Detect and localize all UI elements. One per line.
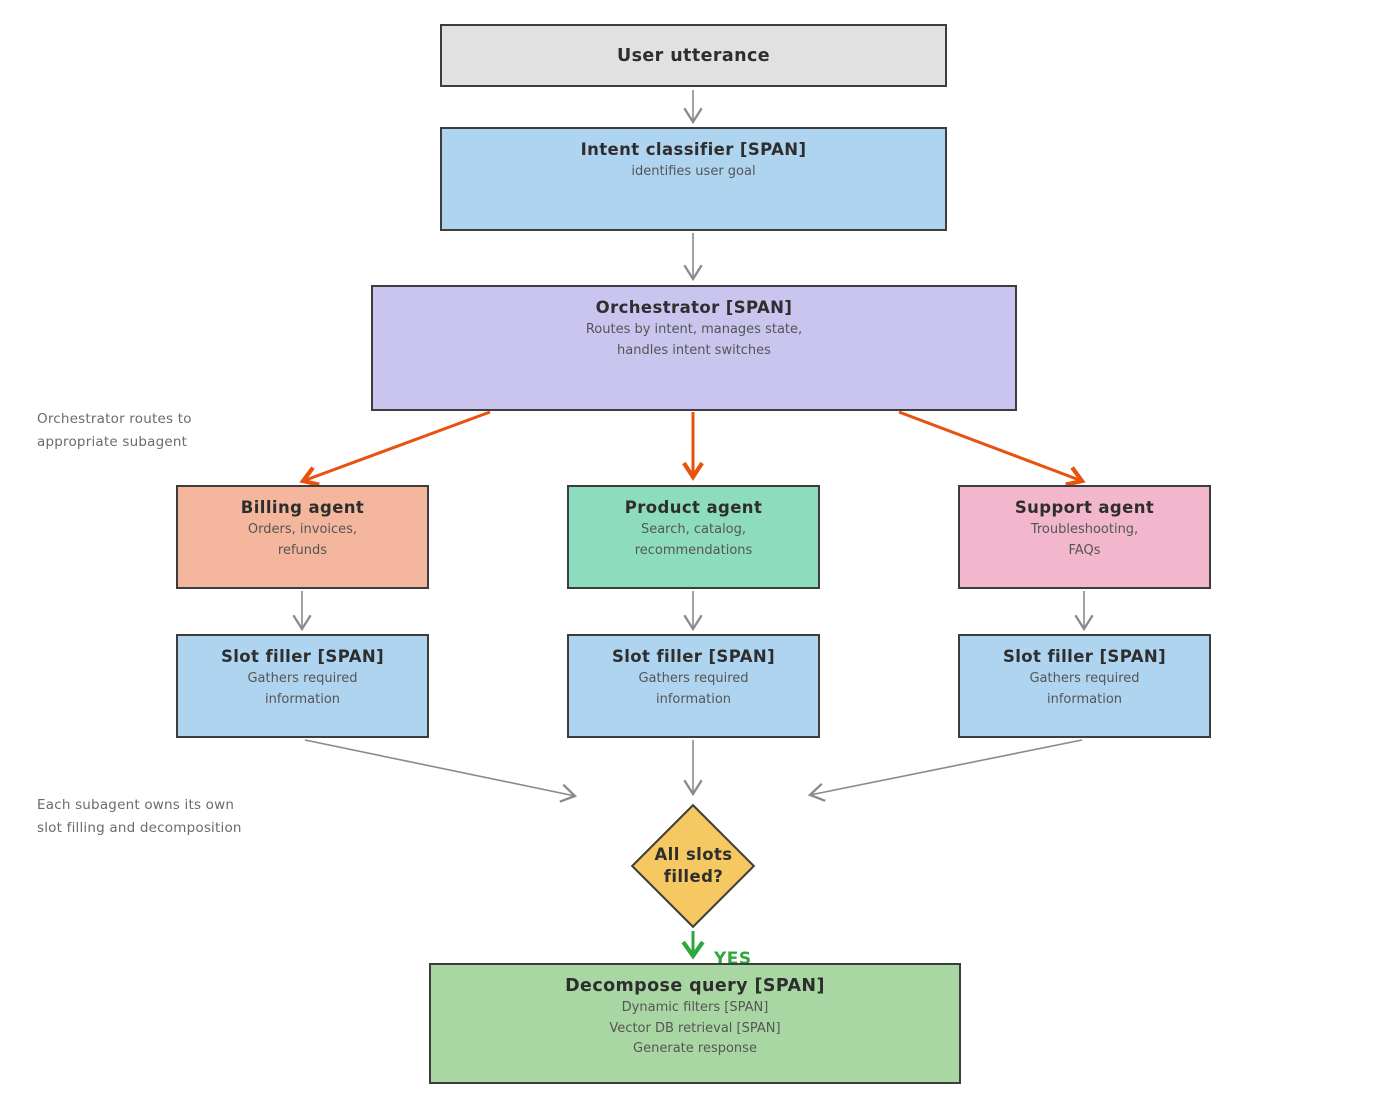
node-slot-filler-support-title: Slot filler [SPAN] <box>1002 647 1167 666</box>
node-user-utterance-title: User utterance <box>616 45 771 66</box>
node-orchestrator: Orchestrator [SPAN] Routes by intent, ma… <box>371 285 1017 411</box>
node-slot-filler-support-sub-2: information <box>1046 691 1123 707</box>
node-slot-filler-product-title: Slot filler [SPAN] <box>611 647 776 666</box>
arrow-slotfiller-billing-to-decision <box>304 739 578 803</box>
node-support-agent: Support agent Troubleshooting, FAQs <box>958 485 1211 589</box>
annotation-routing: Orchestrator routes to appropriate subag… <box>37 408 192 454</box>
node-product-agent: Product agent Search, catalog, recommend… <box>567 485 820 589</box>
annotation-routing-line-2: appropriate subagent <box>37 434 188 450</box>
node-slot-filler-billing: Slot filler [SPAN] Gathers required info… <box>176 634 429 738</box>
node-slot-filler-product-sub-2: information <box>655 691 732 707</box>
node-slot-filler-billing-title: Slot filler [SPAN] <box>220 647 385 666</box>
annotation-ownership-line-1: Each subagent owns its own <box>37 797 235 813</box>
node-support-agent-sub-1: Troubleshooting, <box>1030 522 1139 537</box>
node-support-agent-sub-2: FAQs <box>1068 542 1101 558</box>
annotation-ownership-line-2: slot filling and decomposition <box>37 820 242 836</box>
arrow-slotfiller-support-to-decision <box>807 739 1083 802</box>
node-slot-filler-support-sub-1: Gathers required <box>1029 671 1140 686</box>
node-billing-agent-sub-2: refunds <box>277 542 328 558</box>
node-billing-agent-sub-1: Orders, invoices, <box>247 522 358 537</box>
annotation-ownership: Each subagent owns its own slot filling … <box>37 794 242 840</box>
node-decompose-query-sub-2: Vector DB retrieval [SPAN] <box>609 1020 781 1036</box>
node-slot-filler-product: Slot filler [SPAN] Gathers required info… <box>567 634 820 738</box>
decision-line-2: filled? <box>663 866 724 886</box>
node-slot-filler-billing-sub-2: information <box>264 691 341 707</box>
node-orchestrator-title: Orchestrator [SPAN] <box>595 298 793 317</box>
node-billing-agent: Billing agent Orders, invoices, refunds <box>176 485 429 589</box>
node-product-agent-sub-2: recommendations <box>634 542 753 558</box>
node-decompose-query-sub-1: Dynamic filters [SPAN] <box>621 1000 769 1015</box>
node-slot-filler-billing-sub-1: Gathers required <box>247 671 358 686</box>
arrow-orchestrator-to-billing <box>299 410 491 487</box>
node-support-agent-title: Support agent <box>1014 498 1155 517</box>
decision-line-1: All slots <box>654 845 733 864</box>
node-intent-classifier-sub: identifies user goal <box>631 164 756 179</box>
node-intent-classifier-title: Intent classifier [SPAN] <box>580 140 807 159</box>
annotation-routing-line-1: Orchestrator routes to <box>37 411 192 427</box>
node-user-utterance: User utterance <box>440 24 947 87</box>
node-intent-classifier: Intent classifier [SPAN] identifies user… <box>440 127 947 231</box>
node-billing-agent-title: Billing agent <box>240 498 365 517</box>
node-decompose-query: Decompose query [SPAN] Dynamic filters [… <box>429 963 961 1084</box>
decision-diamond-label: All slots filled? <box>613 844 774 887</box>
node-product-agent-sub-1: Search, catalog, <box>640 522 747 537</box>
node-slot-filler-product-sub-1: Gathers required <box>638 671 749 686</box>
arrow-orchestrator-to-support <box>898 410 1086 487</box>
node-product-agent-title: Product agent <box>624 498 763 517</box>
node-orchestrator-sub-2: handles intent switches <box>617 342 771 358</box>
node-slot-filler-support: Slot filler [SPAN] Gathers required info… <box>958 634 1211 738</box>
node-decompose-query-title: Decompose query [SPAN] <box>565 976 825 996</box>
node-decompose-query-sub-3: Generate response <box>633 1041 757 1056</box>
node-orchestrator-sub-1: Routes by intent, manages state, <box>585 322 803 337</box>
